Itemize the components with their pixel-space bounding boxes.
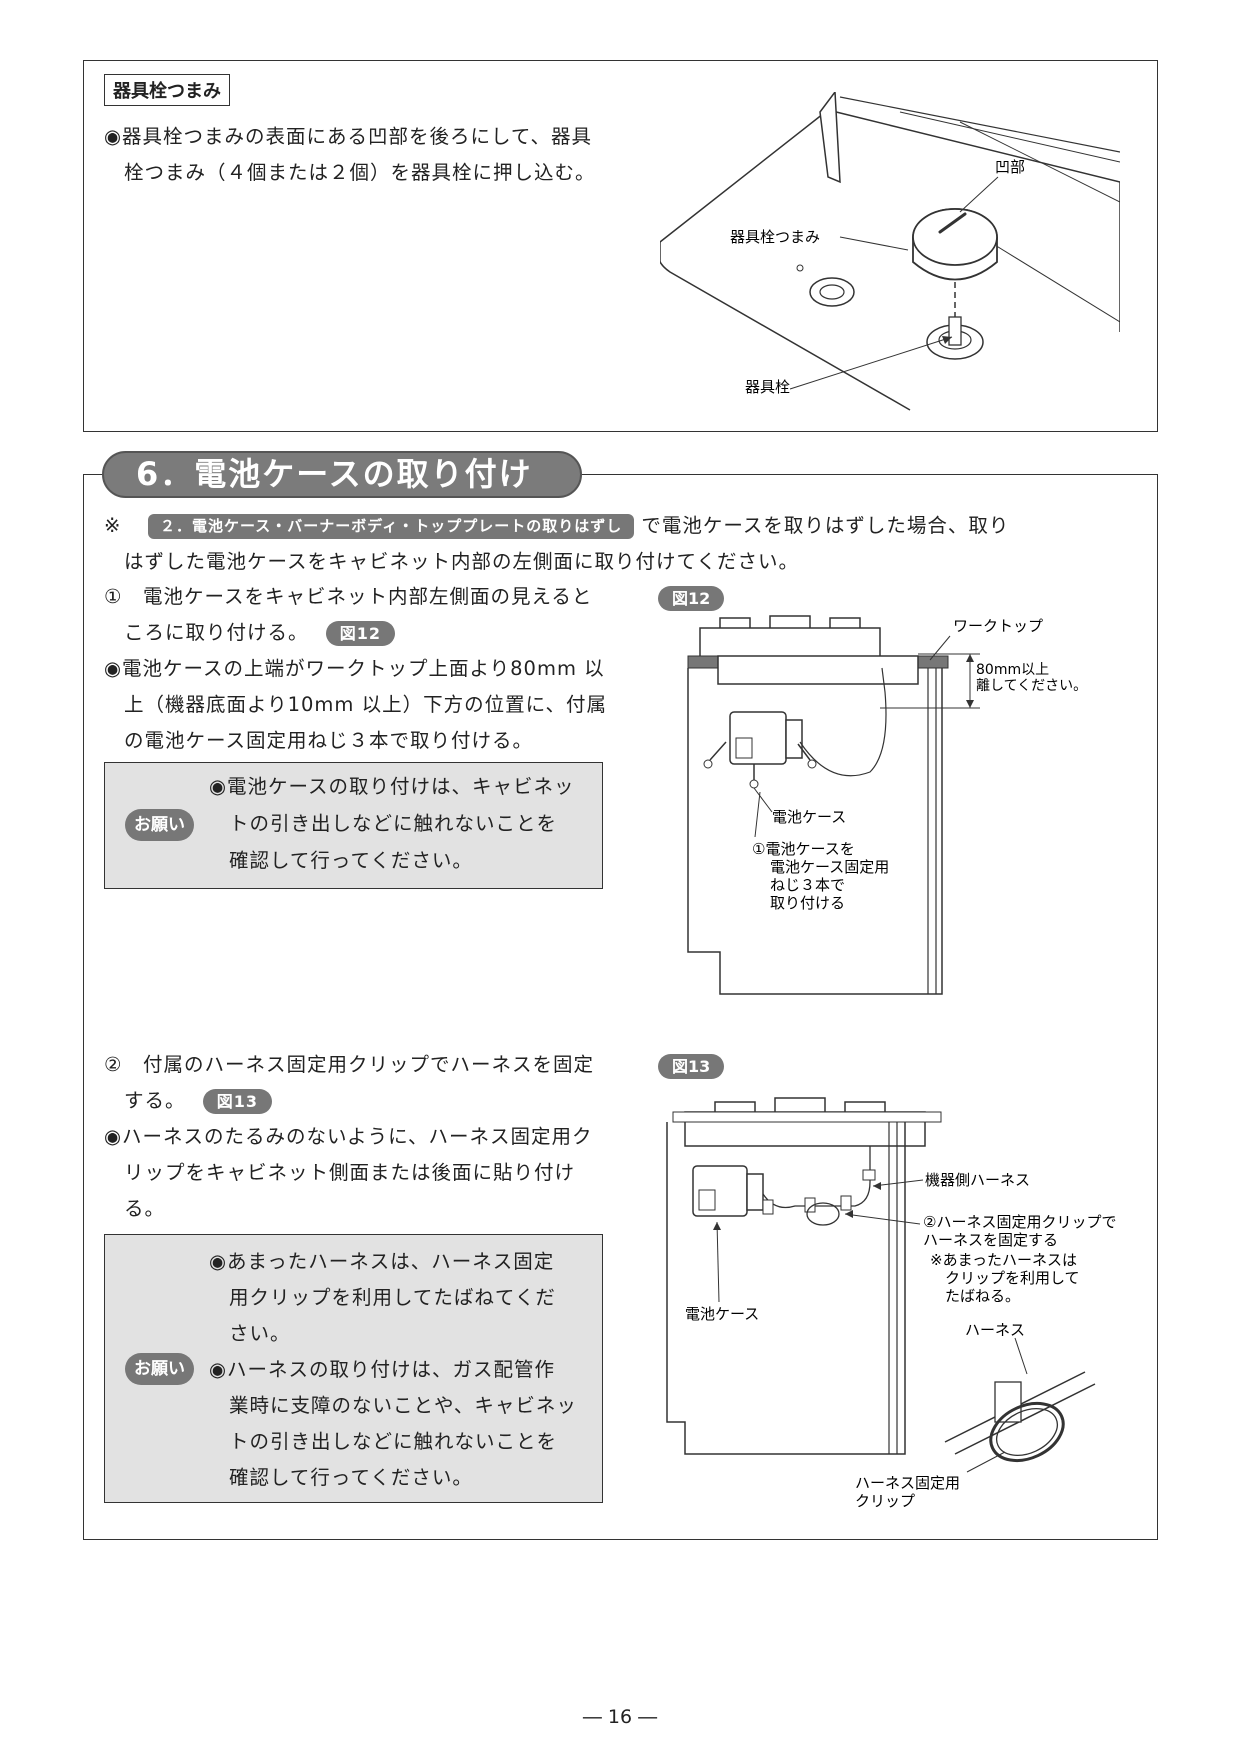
fig12-tag: 図12	[658, 586, 725, 611]
fig12-attach-line4: 取り付ける	[770, 894, 845, 912]
step1-line1: ① 電池ケースをキャビネット内部左側面の見えると	[104, 585, 593, 608]
step1-caution-line1: ◉電池ケースの取り付けは、キャビネッ	[209, 775, 575, 798]
knob-section-label: 器具栓つまみ	[104, 74, 230, 106]
knob-instruction-line2: 栓つまみ（４個または２個）を器具栓に押し込む。	[124, 161, 596, 184]
knob-label: 器具栓つまみ	[730, 228, 820, 246]
fig12-dimension-line2: 離してください。	[976, 677, 1087, 694]
step1-line2: ころに取り付ける。 図12	[124, 614, 395, 651]
fig12-attach-line3: ねじ３本で	[770, 876, 845, 894]
knob-instruction-line1: ◉器具栓つまみの表面にある凹部を後ろにして、器具	[104, 125, 592, 148]
fig12-battery-case-label: 電池ケース	[772, 808, 846, 826]
note-line1: ２．電池ケース・バーナーボディ・トッププレートの取りはずし で電池ケースを取りは…	[148, 507, 1009, 544]
step2-fig-ref: 図13	[202, 1089, 272, 1114]
step1-fig-ref: 図12	[325, 621, 395, 646]
note-reference-badge: ２．電池ケース・バーナーボディ・トッププレートの取りはずし	[148, 514, 635, 539]
step1-bullet-line2: 上（機器底面より10mm 以上）下方の位置に、付属	[124, 693, 608, 716]
page-number: ― 16 ―	[582, 1706, 658, 1728]
fig12-dimension-line1: 80mm以上	[976, 662, 1049, 678]
knob-illustration: 凹部 器具栓つまみ 器具栓	[660, 92, 1120, 411]
fig13-illustration: 機器側ハーネス ②ハーネス固定用クリップで ハーネスを固定する ※あまったハーネ…	[666, 1097, 1116, 1510]
fig13-harness-label: ハーネス	[965, 1321, 1025, 1339]
fig12-worktop-label: ワークトップ	[953, 617, 1043, 635]
fig13-battery-case-label: 電池ケース	[685, 1305, 759, 1323]
step2-bullet-line1: ◉ハーネスのたるみのないように、ハーネス固定用ク	[104, 1125, 593, 1148]
fig13-fix-line2: ハーネスを固定する	[923, 1231, 1058, 1249]
step2-caution-box: お願い ◉あまったハーネスは、ハーネス固定 用クリップを利用してたばねてくだ さ…	[104, 1234, 603, 1503]
step2-caution-line5: 業時に支障のないことや、キャビネッ	[229, 1394, 577, 1417]
fig13-extra-line3: たばねる。	[945, 1287, 1020, 1305]
step2-caution-line1: ◉あまったハーネスは、ハーネス固定	[209, 1250, 555, 1273]
step2-line2: する。 図13	[124, 1082, 272, 1119]
step2-caution-line6: トの引き出しなどに触れないことを	[229, 1430, 558, 1453]
note-mark: ※	[104, 514, 122, 537]
fig12-attach-line2: 電池ケース固定用	[770, 858, 889, 876]
step2-caution-line4: ◉ハーネスの取り付けは、ガス配管作	[209, 1358, 556, 1381]
step1-caution-box: お願い ◉電池ケースの取り付けは、キャビネッ トの引き出しなどに触れないことを …	[104, 762, 603, 889]
fig13-fix-line1: ②ハーネス固定用クリップで	[923, 1213, 1116, 1231]
fig12-illustration: ワークトップ 80mm以上 離してください。 電池ケース ①電池ケースを 電池ケ…	[687, 615, 1087, 995]
fig13-extra-line2: クリップを利用して	[945, 1269, 1080, 1287]
step2-caution-line3: さい。	[229, 1322, 291, 1345]
step2-line2-text: する。	[124, 1089, 186, 1112]
fig13-extra-line1: ※あまったハーネスは	[930, 1251, 1077, 1269]
step2-line1: ② 付属のハーネス固定用クリップでハーネスを固定	[104, 1053, 594, 1076]
step2-bullet-line3: る。	[124, 1197, 166, 1220]
section6-title: 6．電池ケースの取り付け	[102, 451, 582, 498]
valve-label: 器具栓	[745, 378, 790, 396]
fig13-clip-line2: クリップ	[855, 1492, 915, 1510]
fig13-clip-line1: ハーネス固定用	[855, 1474, 960, 1492]
note-line1-tail: で電池ケースを取りはずした場合、取り	[641, 514, 1010, 537]
step2-caution-line2: 用クリップを利用してたばねてくだ	[229, 1286, 556, 1309]
step2-bullet-line2: リップをキャビネット側面または後面に貼り付け	[124, 1161, 576, 1184]
top-section-frame	[83, 60, 1158, 432]
note-line2: はずした電池ケースをキャビネット内部の左側面に取り付けてください。	[124, 550, 799, 573]
step1-bullet-line3: の電池ケース固定用ねじ３本で取り付ける。	[124, 729, 534, 752]
step2-caution-line7: 確認して行ってください。	[229, 1466, 473, 1489]
step1-onegai-badge: お願い	[125, 809, 194, 841]
step1-bullet-line1: ◉電池ケースの上端がワークトップ上面より80mm 以	[104, 657, 605, 680]
section6-frame	[83, 474, 1158, 1540]
step1-caution-line3: 確認して行ってください。	[229, 849, 473, 872]
step2-onegai-badge: お願い	[125, 1353, 194, 1385]
step1-line2-text: ころに取り付ける。	[124, 621, 309, 644]
fig12-attach-line1: ①電池ケースを	[752, 840, 855, 858]
recess-label: 凹部	[995, 158, 1025, 176]
step1-caution-line2: トの引き出しなどに触れないことを	[229, 812, 558, 835]
fig13-harness-side-label: 機器側ハーネス	[925, 1171, 1030, 1189]
fig13-tag: 図13	[658, 1054, 725, 1079]
